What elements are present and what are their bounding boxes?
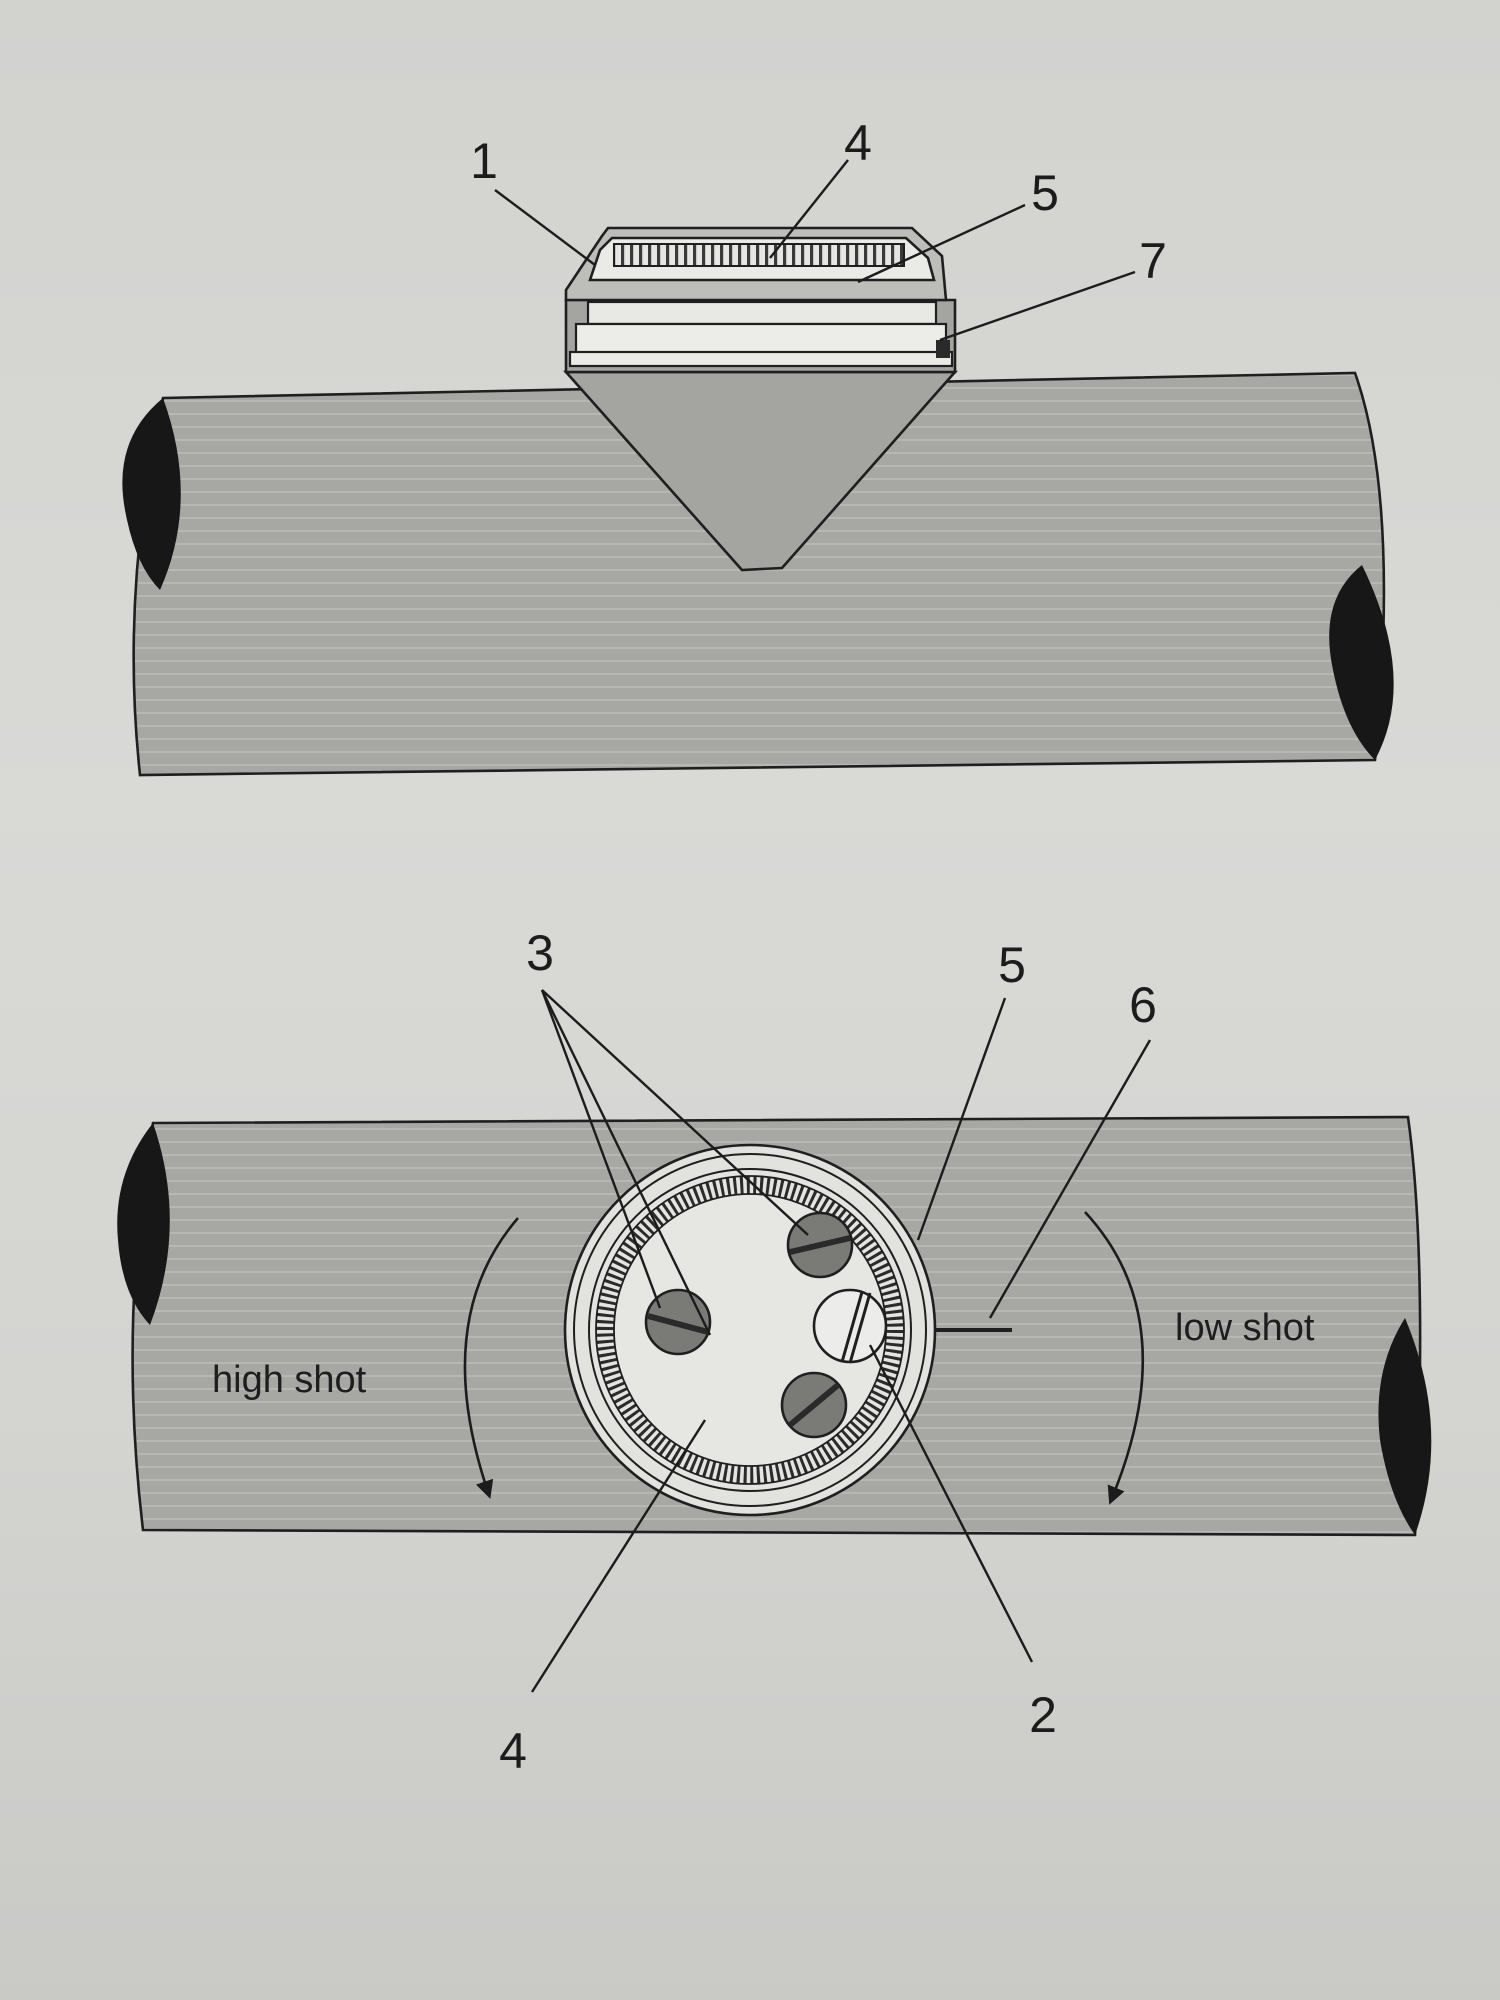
low-shot-arrow (1084, 1211, 1145, 1505)
gasket (936, 340, 950, 358)
bottom-leaders (530, 989, 1152, 1693)
callout-6: 6 (1129, 977, 1157, 1033)
pipe-right-end-cap (1378, 1318, 1432, 1535)
callout-5-bottom: 5 (998, 937, 1026, 993)
base-plate (568, 350, 954, 368)
callout-1: 1 (470, 133, 498, 189)
ridged-ring (596, 1176, 904, 1484)
top-leaders (494, 159, 1136, 342)
callout-5-top: 5 (1031, 165, 1059, 221)
lower-plate-1 (586, 300, 938, 326)
transducer-top-view (563, 1143, 1012, 1517)
high-shot-arrow (463, 1217, 519, 1499)
callout-4-bottom: 4 (499, 1723, 527, 1779)
low-shot-label: low shot (1175, 1307, 1315, 1349)
callout-3: 3 (526, 925, 554, 981)
pipe-right-end-cap (1329, 565, 1394, 760)
top-view: 1 4 5 7 (122, 115, 1394, 777)
mounting-screw (786, 1211, 854, 1279)
high-shot-label: high shot (212, 1359, 367, 1401)
top-pipe (122, 371, 1394, 777)
callout-2: 2 (1029, 1687, 1057, 1743)
callout-7: 7 (1139, 233, 1167, 289)
mounting-screw (780, 1371, 848, 1439)
connector-screw (812, 1288, 888, 1364)
bottom-view: high shot low shot 3 5 6 4 2 (117, 925, 1432, 1779)
callout-4-top: 4 (844, 115, 872, 171)
pipe-left-end-cap (122, 398, 181, 590)
crystal-element (613, 243, 905, 267)
pipe-left-end-cap (117, 1123, 170, 1325)
mounting-screw (644, 1288, 712, 1356)
transducer-housing (564, 226, 954, 368)
lower-plate-2 (574, 322, 948, 356)
